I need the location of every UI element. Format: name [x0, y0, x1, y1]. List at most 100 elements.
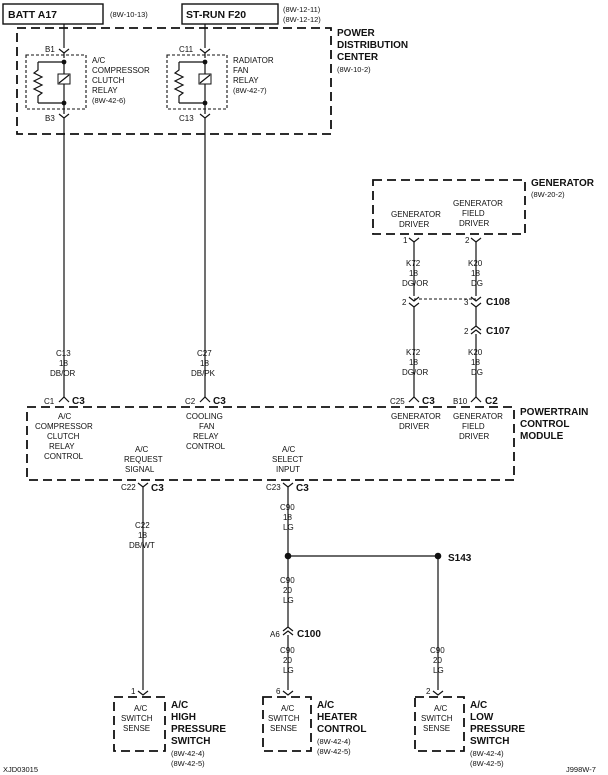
pcm-ac-clutch-label-2: COMPRESSOR [35, 422, 93, 431]
relay-ac-label-4: RELAY [92, 86, 118, 95]
wire-c90a-circuit: C90 [280, 503, 295, 512]
pcm-fan-conn: C3 [213, 396, 226, 407]
generator-field-pin: 2 [465, 236, 470, 245]
switch-low-name-2: LOW [470, 712, 494, 723]
pcm-ac-clutch-pin: C1 [44, 397, 55, 406]
pcm-pin-cooling-fan: C2 C3 COOLING FAN RELAY CONTROL [185, 396, 226, 451]
switch-heater-name-3: CONTROL [317, 724, 366, 735]
c108-pin-2: 3 [464, 298, 469, 307]
c100-pin: A6 [270, 630, 280, 639]
relay-ac-label-2: COMPRESSOR [92, 66, 150, 75]
pcm-fan-pin: C2 [185, 397, 196, 406]
ac-high-pressure-switch: 1 A/C SWITCH SENSE A/C HIGH PRESSURE SWI… [113, 687, 226, 768]
wire-k72b-circuit: K72 [406, 348, 421, 357]
wire-c13-gauge: 18 [59, 359, 68, 368]
switch-low-name-3: PRESSURE [470, 724, 525, 735]
wire-c90c-color: LG [283, 666, 294, 675]
wire-c90b-gauge: 20 [283, 586, 292, 595]
pdc-title-3: CENTER [337, 52, 379, 63]
pcm-gen-field-label-1: GENERATOR [453, 412, 503, 421]
connector-c108: 2 3 C108 [402, 297, 510, 308]
switch-high-name-4: SWITCH [171, 736, 210, 747]
footer-left-code: XJD03015 [3, 765, 38, 774]
wire-c22-gauge: 18 [138, 531, 147, 540]
wire-k20a-color: DG [471, 279, 483, 288]
c107-name: C107 [486, 326, 510, 337]
fuse-batt-a17: BATT A17 (8W-10-13) [2, 3, 148, 25]
pcm-gen-driver-pin: C25 [390, 397, 405, 406]
ac-low-pressure-switch: 2 A/C SWITCH SENSE A/C LOW PRESSURE SWIT… [414, 687, 525, 768]
wire-c90a-color: LG [283, 523, 294, 532]
pcm-gen-driver-conn: C3 [422, 396, 435, 407]
fuse-strun-name: ST-RUN F20 [186, 9, 246, 21]
wire-k20b-circuit: K20 [468, 348, 483, 357]
switch-high-sense-1: A/C [134, 704, 148, 713]
ac-heater-control: 6 A/C SWITCH SENSE A/C HEATER CONTROL (8… [262, 687, 366, 756]
switch-low-name-1: A/C [470, 700, 487, 711]
fuse-batt-name: BATT A17 [8, 9, 57, 21]
wire-k20b-gauge: 18 [471, 358, 480, 367]
pcm-fan-label-3: RELAY [193, 432, 219, 441]
switch-low-sense-2: SWITCH [421, 714, 453, 723]
pcm-pin-ac-select: A/C SELECT INPUT C23 C3 [266, 445, 309, 494]
pcm-ac-request-label-3: SIGNAL [125, 465, 155, 474]
pcm-pin-generator-field: B10 C2 GENERATOR FIELD DRIVER [453, 396, 503, 441]
fuse-strun-ref1: (8W-12-11) [283, 5, 321, 14]
switch-high-name-2: HIGH [171, 712, 196, 723]
pcm-ac-select-conn: C3 [296, 483, 309, 494]
wire-c90d-color: LG [433, 666, 444, 675]
splice-s143-name: S143 [448, 553, 472, 564]
generator-driver-pin: 1 [403, 236, 408, 245]
pcm-fan-label-4: CONTROL [186, 442, 226, 451]
relay-fan-label-3: RELAY [233, 76, 259, 85]
pcm-ac-request-conn: C3 [151, 483, 164, 494]
relay-fan-label-2: FAN [233, 66, 249, 75]
pcm-ac-select-label-1: A/C [282, 445, 296, 454]
switch-heater-sense-1: A/C [281, 704, 295, 713]
wire-k20a-circuit: K20 [468, 259, 483, 268]
generator-driver-label-1: GENERATOR [391, 210, 441, 219]
wire-c27: C27 18 DB/PK [191, 118, 216, 397]
pcm-pin-ac-request: A/C REQUEST SIGNAL C22 C3 [121, 445, 164, 494]
generator: GENERATOR (8W-20-2) GENERATOR DRIVER GEN… [372, 178, 595, 245]
relay-fan-label-1: RADIATOR [233, 56, 274, 65]
pcm-pin-ac-clutch: C1 C3 A/C COMPRESSOR CLUTCH RELAY CONTRO… [35, 396, 93, 461]
pcm-gen-driver-label-2: DRIVER [399, 422, 429, 431]
switch-low-ref-2: (8W-42-5) [470, 759, 504, 768]
switch-heater-ref-1: (8W-42-4) [317, 737, 351, 746]
switch-low-sense-3: SENSE [423, 724, 450, 733]
connector-c100: A6 C100 [270, 629, 321, 640]
pcm-gen-driver-label-1: GENERATOR [391, 412, 441, 421]
connector-c107: 2 C107 [464, 326, 510, 337]
pcm-gen-field-label-2: FIELD [462, 422, 485, 431]
generator-ref: (8W-20-2) [531, 190, 565, 199]
generator-field-label-3: DRIVER [459, 219, 489, 228]
power-distribution-center: POWER DISTRIBUTION CENTER (8W-10-2) [16, 27, 408, 135]
switch-heater-ref-2: (8W-42-5) [317, 747, 351, 756]
c107-pin: 2 [464, 327, 469, 336]
generator-field-label-1: GENERATOR [453, 199, 503, 208]
pcm-pin-generator-driver: C25 C3 GENERATOR DRIVER [390, 396, 441, 431]
wire-c22-color: DB/WT [129, 541, 155, 550]
wire-k72: K72 18 DG/OR K72 18 DG/OR [402, 242, 428, 397]
switch-high-sense-3: SENSE [123, 724, 150, 733]
ac-compressor-clutch-relay: B1 B3 A/C COMPRESSOR CLUTCH RELAY (8W-42… [25, 24, 150, 123]
splice-s143: S143 [448, 553, 472, 564]
wire-c22: C22 18 DB/WT [129, 487, 155, 690]
pdc-ref: (8W-10-2) [337, 65, 371, 74]
wire-k72a-gauge: 18 [409, 269, 418, 278]
wire-k72b-color: DG/OR [402, 368, 428, 377]
wire-c90a-gauge: 18 [283, 513, 292, 522]
relay-ac-label-3: CLUTCH [92, 76, 125, 85]
relay-fan-pin-in: C11 [179, 45, 194, 54]
fuse-strun-ref2: (8W-12-12) [283, 15, 321, 24]
pcm-title-3: MODULE [520, 431, 564, 442]
pcm-ac-clutch-label-1: A/C [58, 412, 72, 421]
switch-low-ref-1: (8W-42-4) [470, 749, 504, 758]
pdc-title-2: DISTRIBUTION [337, 40, 408, 51]
pdc-title-1: POWER [337, 28, 376, 39]
switch-high-ref-2: (8W-42-5) [171, 759, 205, 768]
pcm-fan-label-1: COOLING [186, 412, 223, 421]
switch-high-pin: 1 [131, 687, 136, 696]
pcm-ac-clutch-label-5: CONTROL [44, 452, 84, 461]
